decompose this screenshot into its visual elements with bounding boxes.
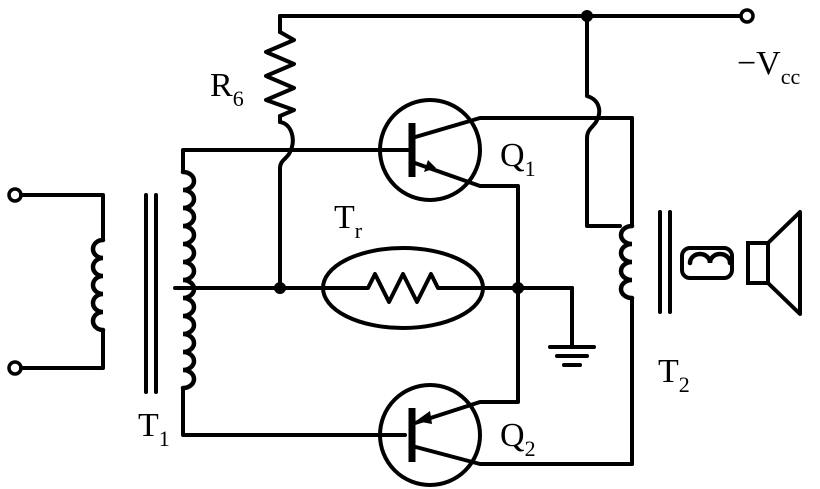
q1-emitter-arrow [424, 160, 436, 172]
r6-bias-wire [278, 120, 295, 289]
t1-secondary-coil [180, 169, 197, 391]
resistor-r6 [264, 14, 296, 124]
q1-label: Q1 [500, 137, 536, 181]
t1-primary-coil [90, 237, 106, 333]
speaker-icon [746, 210, 802, 316]
t2-primary-coil [618, 223, 635, 301]
ground-symbol [548, 286, 596, 367]
input-transformer-t1 [7, 148, 407, 437]
transistor-q2 [378, 286, 634, 487]
transistor-q1 [378, 98, 634, 290]
bias-junction-dot [274, 282, 286, 294]
t2-secondary-coil [687, 251, 733, 266]
supply-rail [278, 8, 755, 24]
output-transformer-t2 [585, 14, 734, 466]
tr-label: Tr [334, 199, 363, 243]
q2-label: Q2 [500, 417, 536, 461]
t2-label: T2 [658, 353, 690, 397]
vcc-label: −Vcc [737, 45, 800, 89]
t1-label: T1 [138, 407, 170, 451]
bias-network [173, 246, 574, 330]
q2-emitter-arrow [416, 411, 432, 424]
r6-label: R6 [210, 67, 244, 111]
thermistor-tr-resistor [323, 272, 485, 304]
vcc-terminal[interactable] [739, 8, 755, 24]
